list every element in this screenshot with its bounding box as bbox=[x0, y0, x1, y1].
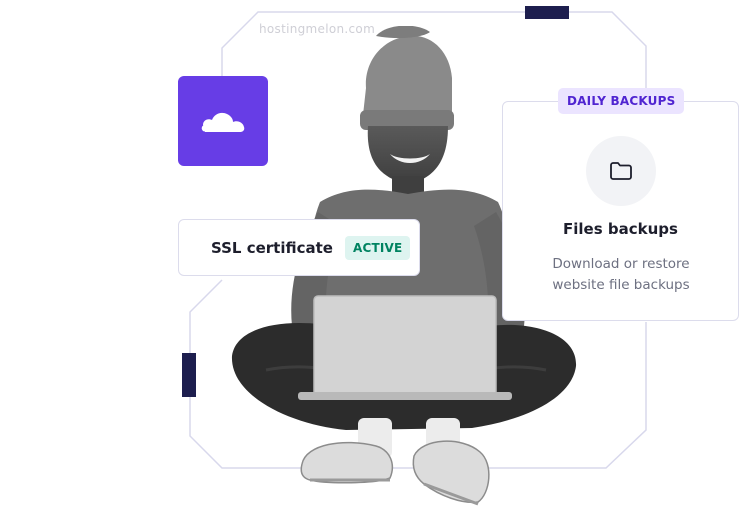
daily-backups-tag: DAILY BACKUPS bbox=[558, 88, 685, 114]
cloud-icon bbox=[200, 112, 245, 133]
ssl-certificate-title: SSL certificate bbox=[211, 238, 333, 257]
files-backups-description: Download or restore website file backups bbox=[552, 256, 690, 293]
ssl-certificate-card: SSL certificate ACTIVE bbox=[178, 219, 420, 276]
accent-bar-left bbox=[182, 353, 196, 397]
ssl-status-badge: ACTIVE bbox=[344, 235, 411, 260]
watermark: hostingmelon.com bbox=[259, 22, 376, 36]
folder-icon-container bbox=[586, 136, 656, 206]
accent-bar-top bbox=[525, 6, 569, 19]
files-backups-title: Files backups bbox=[563, 220, 678, 238]
cloudflare-tile bbox=[178, 76, 268, 166]
folder-icon bbox=[610, 162, 632, 180]
